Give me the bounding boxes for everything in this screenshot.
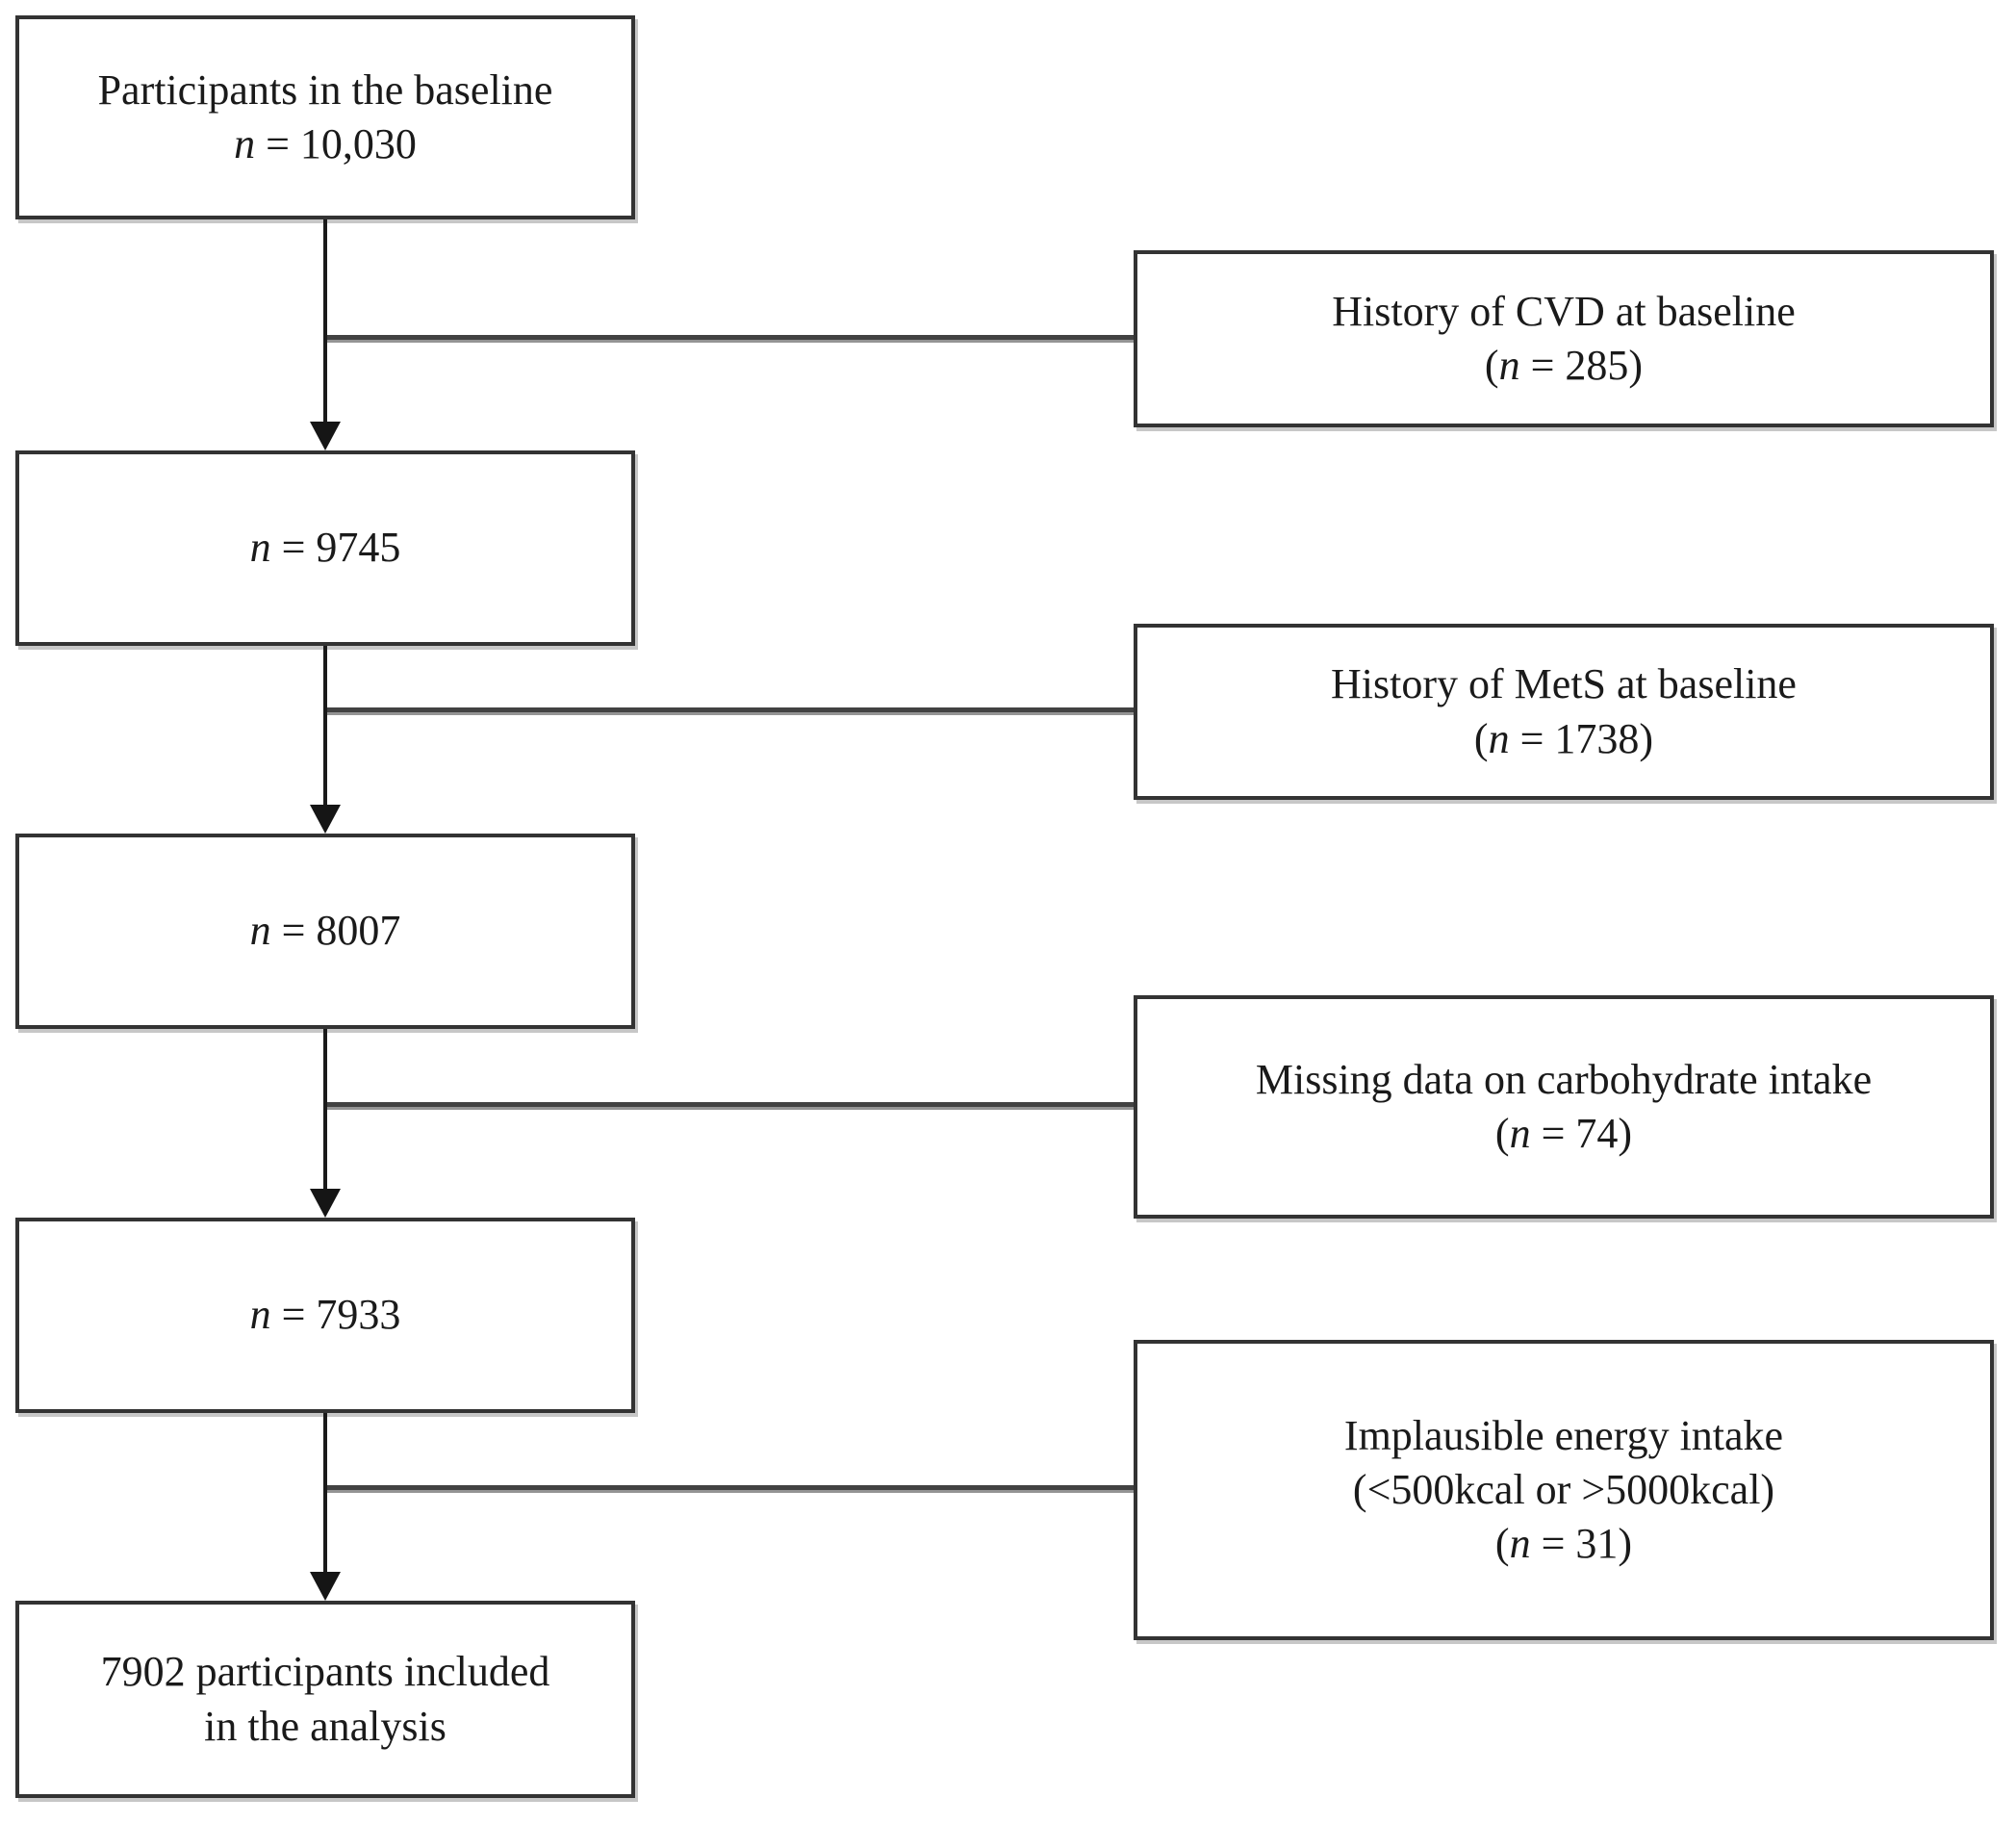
exclusion-label: History of MetS at baseline <box>1331 660 1797 708</box>
exclusion-count-line: (n=1738) <box>1474 712 1653 766</box>
count-value: 7933 <box>316 1291 401 1339</box>
close-paren: ) <box>1639 714 1654 762</box>
included-label-line2: in the analysis <box>204 1702 447 1750</box>
open-paren: ( <box>1494 1520 1510 1568</box>
equals-sign: = <box>281 907 306 955</box>
arrowhead-icon <box>310 805 341 834</box>
n-symbol: n <box>1509 1520 1531 1568</box>
n-symbol: n <box>249 1291 271 1339</box>
arrowhead-icon <box>310 422 341 450</box>
flow-box-n8007: n=8007 <box>15 834 635 1029</box>
open-paren: ( <box>1484 342 1499 389</box>
arrow-stem <box>323 219 327 424</box>
count-value: 74 <box>1575 1110 1619 1157</box>
count-value: 9745 <box>316 524 401 572</box>
down-arrow-4 <box>308 1413 343 1601</box>
n-symbol: n <box>249 524 271 572</box>
exclusion-label: History of CVD at baseline <box>1332 287 1796 335</box>
baseline-label: Participants in the baseline <box>97 65 553 114</box>
flow-box-n9745: n=9745 <box>15 450 635 646</box>
exclusion-box-mets: History of MetS at baseline (n=1738) <box>1134 624 1994 800</box>
connector-line-energy <box>325 1485 1134 1493</box>
connector-line-mets <box>325 707 1134 715</box>
close-paren: ) <box>1628 342 1644 389</box>
arrow-stem <box>323 646 327 808</box>
exclusion-box-cvd: History of CVD at baseline (n=285) <box>1134 250 1994 427</box>
count-value: 31 <box>1575 1520 1619 1568</box>
exclusion-box-missing-carb: Missing data on carbohydrate intake (n=7… <box>1134 995 1994 1219</box>
exclusion-label: Missing data on carbohydrate intake <box>1255 1055 1873 1103</box>
arrowhead-icon <box>310 1189 341 1218</box>
n-symbol: n <box>1498 342 1520 389</box>
arrowhead-icon <box>310 1572 341 1601</box>
arrow-stem <box>323 1413 327 1575</box>
close-paren: ) <box>1618 1110 1633 1157</box>
count-value: 1738 <box>1554 714 1640 762</box>
down-arrow-1 <box>308 219 343 450</box>
exclusion-count-line: (n=31) <box>1495 1517 1632 1571</box>
count-value: 10,030 <box>299 120 417 167</box>
equals-sign: = <box>1541 1110 1566 1157</box>
exclusion-count-line: (n=74) <box>1495 1107 1632 1161</box>
equals-sign: = <box>1530 342 1555 389</box>
down-arrow-2 <box>308 646 343 834</box>
count-line: n=9745 <box>250 521 401 575</box>
connector-line-cvd <box>325 335 1134 343</box>
exclusion-label-line1: Implausible energy intake <box>1343 1411 1784 1459</box>
count-line: n=7933 <box>250 1288 401 1342</box>
n-symbol: n <box>1488 714 1510 762</box>
baseline-count-line: n=10,030 <box>234 117 417 171</box>
connector-line-missing-carb <box>325 1102 1134 1110</box>
open-paren: ( <box>1494 1110 1510 1157</box>
count-value: 8007 <box>316 907 401 955</box>
flow-box-included: 7902 participants included in the analys… <box>15 1601 635 1798</box>
included-label-line1: 7902 participants included <box>100 1648 550 1696</box>
equals-sign: = <box>1519 714 1544 762</box>
down-arrow-3 <box>308 1029 343 1218</box>
equals-sign: = <box>281 524 306 572</box>
arrow-stem <box>323 1029 327 1192</box>
count-line: n=8007 <box>250 904 401 958</box>
equals-sign: = <box>281 1291 306 1339</box>
flow-box-baseline: Participants in the baseline n=10,030 <box>15 15 635 219</box>
n-symbol: n <box>234 120 256 167</box>
n-symbol: n <box>249 907 271 955</box>
open-paren: ( <box>1473 714 1489 762</box>
equals-sign: = <box>1541 1520 1566 1568</box>
flow-box-n7933: n=7933 <box>15 1218 635 1413</box>
equals-sign: = <box>266 120 290 167</box>
close-paren: ) <box>1618 1520 1633 1568</box>
exclusion-count-line: (n=285) <box>1485 339 1643 393</box>
n-symbol: n <box>1509 1110 1531 1157</box>
exclusion-label-line2: (<500kcal or >5000kcal) <box>1352 1465 1775 1513</box>
count-value: 285 <box>1565 342 1629 389</box>
exclusion-box-energy: Implausible energy intake (<500kcal or >… <box>1134 1340 1994 1640</box>
